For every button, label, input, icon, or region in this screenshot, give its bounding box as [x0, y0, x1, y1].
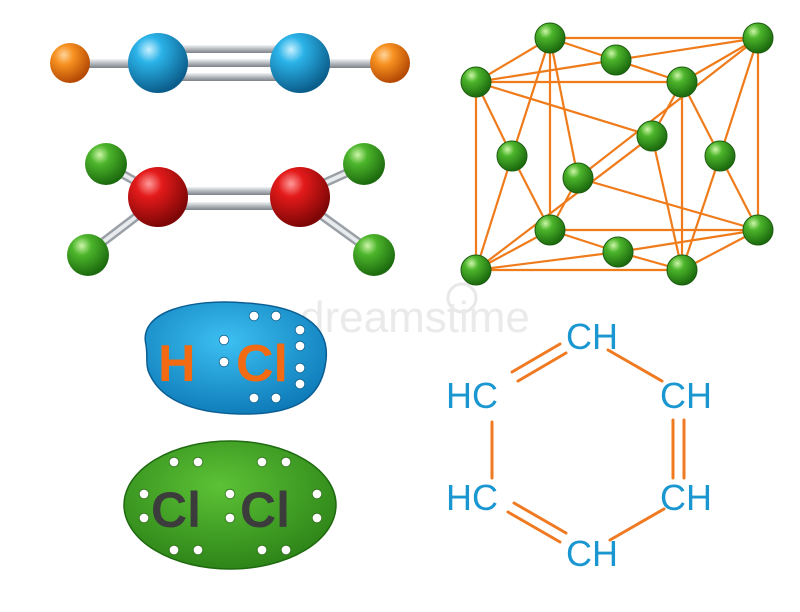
watermark-text: dreamstime — [300, 293, 530, 342]
watermark-logo-icon — [446, 282, 478, 314]
watermark: dreamstime — [300, 282, 530, 342]
atom-green-br — [353, 234, 395, 276]
electron-dot — [311, 488, 323, 500]
electron-dot — [192, 456, 204, 468]
electron-dot — [218, 334, 230, 346]
electron-dot — [248, 392, 260, 404]
lattice-bond — [475, 58, 617, 84]
electron-dot — [270, 392, 282, 404]
electron-dot — [294, 378, 306, 390]
bond-triple-top — [158, 45, 302, 53]
benzene-bonds — [490, 342, 686, 544]
benzene-ring: CH HC CH HC CH CH — [446, 316, 712, 574]
atom-green-tl — [85, 143, 127, 185]
lattice-atom-botc — [602, 236, 634, 268]
hcl-h-label: H — [158, 335, 196, 393]
hcl-blob — [144, 301, 328, 415]
electron-dot — [256, 544, 268, 556]
cl2-right-label: Cl — [240, 482, 290, 538]
electron-dot — [280, 456, 292, 468]
bond-triple-bottom — [158, 73, 302, 81]
electron-dot — [138, 512, 150, 524]
lattice-atom-lc — [496, 140, 528, 172]
electron-dot — [248, 310, 260, 322]
lattice-atoms — [460, 22, 774, 286]
bond-bottom-right — [608, 507, 666, 542]
bond-top-left-b — [516, 351, 568, 383]
electron-dot — [294, 324, 306, 336]
lattice-bond — [475, 250, 619, 272]
electron-dot — [168, 544, 180, 556]
electron-dot — [294, 362, 306, 374]
lattice-bond — [617, 228, 759, 254]
benzene-hc-upper-left: HC — [446, 375, 498, 416]
benzene-ch-top: CH — [566, 316, 618, 357]
benzene-ch-lower-right: CH — [660, 477, 712, 518]
atom-blue-right — [270, 33, 330, 93]
electron-dot — [270, 310, 282, 322]
linear-molecule — [50, 33, 410, 93]
atom-green-tr — [343, 143, 385, 185]
hcl-lewis-structure: H Cl — [144, 301, 328, 415]
bond-double-bottom — [158, 202, 300, 210]
lattice-atom-ftr — [666, 66, 698, 98]
bond-triple-middle — [158, 59, 302, 67]
cl2-blob — [123, 440, 337, 570]
cl2-left-label: Cl — [151, 482, 201, 538]
electron-dot — [280, 544, 292, 556]
lattice-bond — [548, 37, 580, 179]
electron-dot — [138, 488, 150, 500]
bond-bottom-left-b — [512, 501, 568, 535]
bond-bottom-left-a — [506, 510, 562, 544]
lattice-atom-btl — [534, 22, 566, 54]
bond-top-right — [606, 348, 664, 383]
benzene-hc-lower-left: HC — [446, 477, 498, 518]
electron-dot — [168, 456, 180, 468]
bond-top-left-a — [510, 342, 562, 374]
atom-red-left — [128, 167, 188, 227]
atom-red-right — [270, 167, 330, 227]
lattice-bond — [510, 37, 552, 157]
crystal-lattice — [460, 22, 774, 286]
lattice-atom-ftl — [460, 66, 492, 98]
lattice-bond — [577, 37, 759, 179]
atom-blue-left — [128, 33, 188, 93]
lattice-atom-rc — [704, 140, 736, 172]
lattice-atom-fbl — [460, 254, 492, 286]
benzene-ch-upper-right: CH — [660, 375, 712, 416]
lattice-bond — [474, 155, 514, 271]
hcl-electron-dots — [218, 310, 306, 404]
cl2-lewis-structure: Cl Cl — [123, 440, 337, 570]
bond-double-top — [158, 187, 300, 195]
lattice-bond — [615, 36, 759, 62]
lattice-atom-bbl — [534, 214, 566, 246]
electron-dot — [311, 512, 323, 524]
electron-dot — [294, 340, 306, 352]
lattice-bond — [577, 176, 759, 232]
atom-orange-left — [50, 43, 90, 83]
planar-molecule — [67, 143, 395, 276]
lattice-atom-bbr — [742, 214, 774, 246]
lattice-atom-btr — [742, 22, 774, 54]
benzene-ch-bottom: CH — [566, 533, 618, 574]
electron-dot — [218, 356, 230, 368]
electron-dot — [224, 512, 236, 524]
cl2-electron-dots — [138, 456, 323, 556]
linear-molecule-bonds — [68, 45, 392, 81]
lattice-atom-topc — [600, 44, 632, 76]
lattice-atom-mid — [562, 162, 594, 194]
lattice-bond — [718, 37, 760, 157]
lattice-atom-fbr — [666, 254, 698, 286]
atom-green-bl — [67, 234, 109, 276]
atom-orange-right — [370, 43, 410, 83]
electron-dot — [256, 456, 268, 468]
electron-dot — [192, 544, 204, 556]
electron-dot — [224, 488, 236, 500]
lattice-atom-frc — [636, 120, 668, 152]
hcl-cl-label: Cl — [236, 335, 288, 393]
